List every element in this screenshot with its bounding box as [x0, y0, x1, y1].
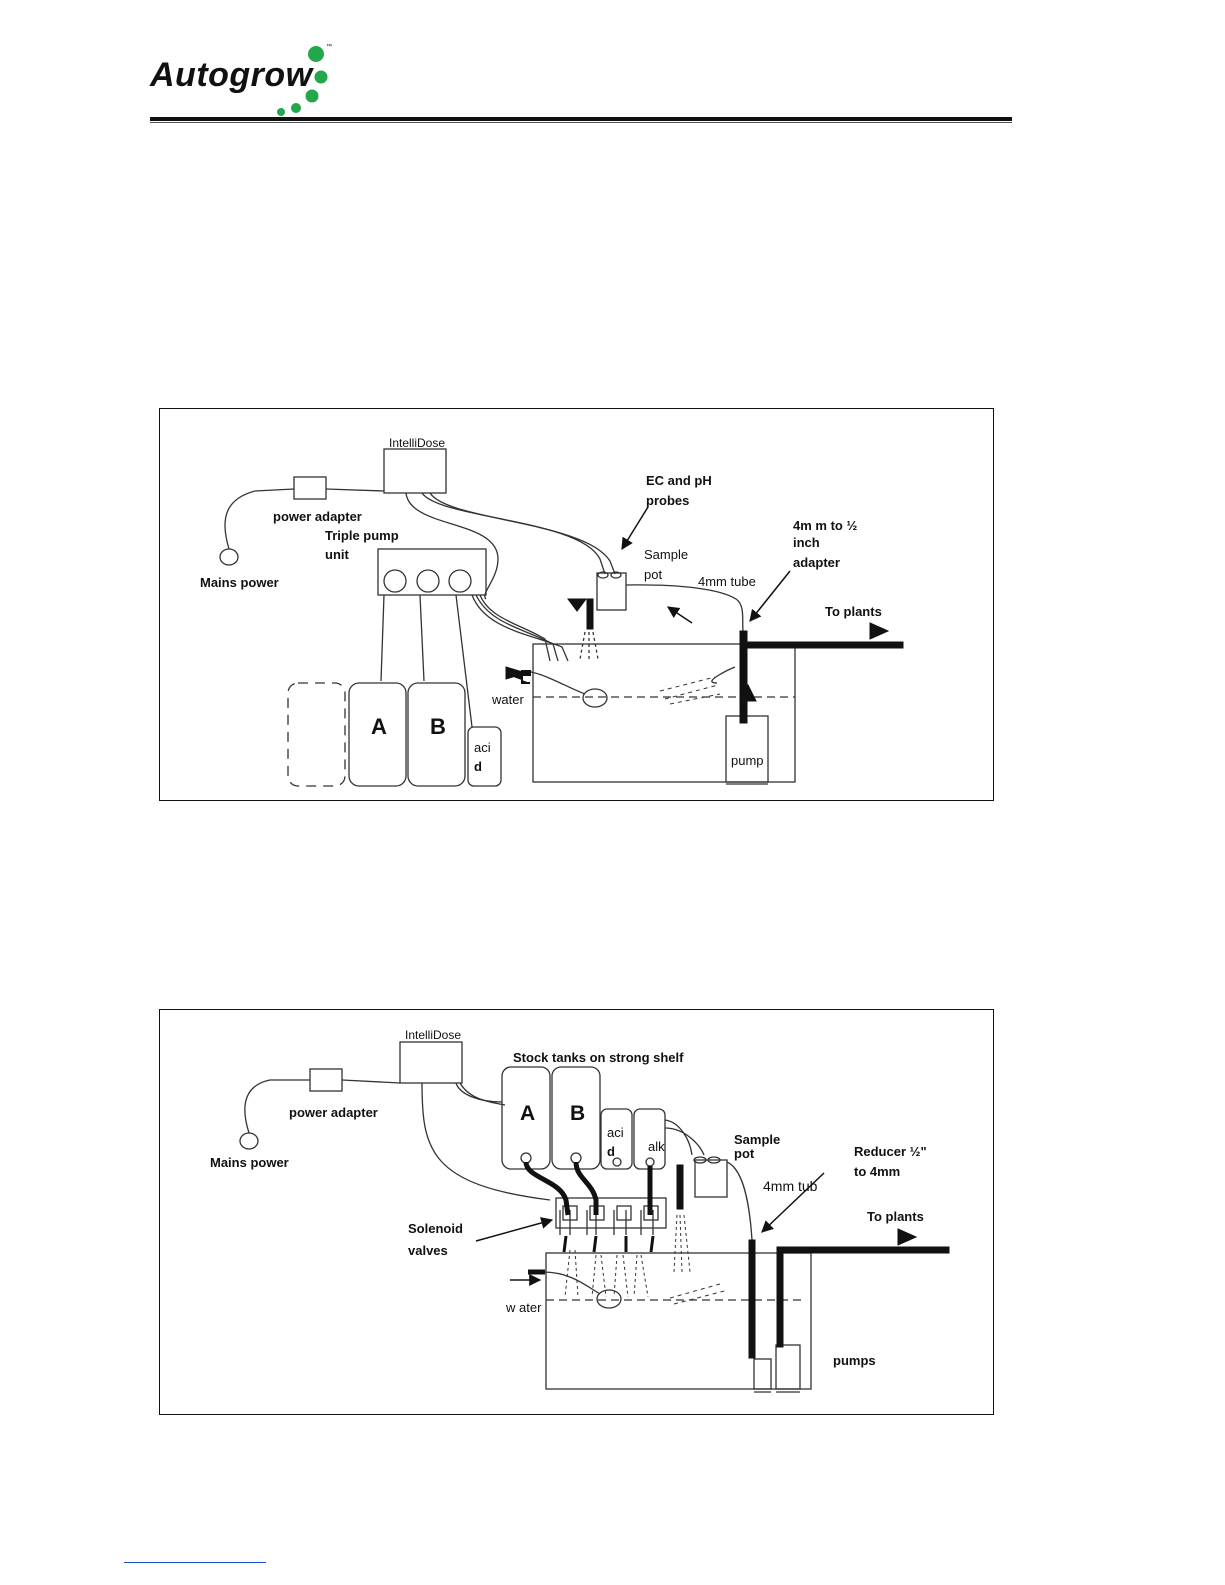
main-riser-pipe-2 — [748, 1239, 756, 1359]
label-pump-unit-2: unit — [325, 547, 349, 562]
water-inlet-pipe — [508, 670, 531, 684]
power-adapter-box — [293, 476, 327, 500]
acid-container — [467, 726, 502, 787]
float-valve — [582, 688, 608, 708]
sample-return-pipe-2 — [676, 1164, 684, 1210]
diagram2-canvas: IntelliDose power adapter Mains power St… — [210, 1028, 950, 1393]
sample-return-pipe — [586, 598, 594, 630]
label-acid-1: aci — [474, 740, 491, 755]
label-acid-2-2: d — [607, 1144, 615, 1159]
reservoir-pump-a — [753, 1358, 772, 1390]
label-to-plants: To plants — [825, 604, 882, 619]
power-adapter-box-2 — [309, 1068, 343, 1092]
header-divider-thin — [150, 122, 1012, 123]
label-power-adapter: power adapter — [273, 509, 362, 524]
intellidose-box — [383, 448, 447, 494]
label-tank-a-2: A — [520, 1102, 535, 1125]
sample-pot-box — [596, 572, 627, 611]
label-to-plants-2: To plants — [867, 1209, 924, 1224]
label-intellidose: IntelliDose — [389, 436, 445, 450]
label-tube: 4mm tube — [698, 574, 756, 589]
to-plants-riser-2 — [776, 1246, 784, 1348]
tank-a-container — [348, 682, 407, 787]
tank-b-container — [407, 682, 466, 787]
label-intellidose-2: IntelliDose — [405, 1028, 461, 1042]
brand-dots-icon — [277, 46, 328, 116]
mains-plug-icon — [219, 548, 239, 566]
label-solenoid-1: Solenoid — [408, 1221, 463, 1236]
diagram-triple-pump-setup: IntelliDose power adapter Mains power Tr… — [159, 408, 994, 801]
label-probes-1: EC and pH — [646, 473, 712, 488]
pump-up-arrow-icon — [739, 683, 757, 702]
adapter-pointer-arrow — [749, 570, 791, 622]
label-water: water — [491, 692, 524, 707]
to-plants-arrow-icon — [869, 622, 890, 640]
label-water-2: w ater — [505, 1300, 542, 1315]
reservoir-pump-b — [775, 1344, 801, 1390]
dose-pipe-b — [573, 1161, 599, 1215]
pump-head-2 — [416, 569, 440, 593]
reservoir-tank — [532, 643, 796, 783]
triple-pump-unit — [377, 548, 487, 596]
diagram-solenoid-valve-setup: IntelliDose power adapter Mains power St… — [159, 1009, 994, 1415]
label-adapter-3: adapter — [793, 555, 840, 570]
float-valve-2 — [596, 1289, 622, 1309]
to-plants-pipe — [746, 641, 904, 649]
solenoid-pointer-arrow — [475, 1217, 554, 1242]
reservoir-pump-box — [725, 715, 769, 783]
label-adapter-1: 4m m to ½ — [793, 518, 857, 533]
label-tank-a: A — [371, 714, 387, 739]
to-plants-pipe-2 — [776, 1246, 950, 1254]
reservoir-tank-2 — [545, 1252, 812, 1390]
label-tank-b: B — [430, 714, 446, 739]
spare-tank-placeholder — [287, 682, 346, 787]
label-solenoid-2: valves — [408, 1243, 448, 1258]
solenoid-valve-block — [555, 1197, 667, 1229]
label-mains-power: Mains power — [200, 575, 279, 590]
diagram1-canvas: IntelliDose power adapter Mains power Tr… — [200, 436, 904, 787]
label-mains-power-2: Mains power — [210, 1155, 289, 1170]
probes-pointer-arrow — [621, 506, 649, 551]
mains-plug-icon-2 — [239, 1132, 259, 1150]
label-alk: alk — [648, 1139, 665, 1154]
sample-valve-icon — [567, 598, 587, 612]
trademark-mark: ™ — [326, 44, 332, 50]
intellidose-box-2 — [399, 1041, 463, 1084]
label-power-adapter-2: power adapter — [289, 1105, 378, 1120]
label-tank-b-2: B — [570, 1102, 585, 1125]
label-pumps: pumps — [833, 1353, 876, 1368]
label-probes-2: probes — [646, 493, 689, 508]
footnote-divider — [124, 1562, 266, 1563]
label-acid-2-1: aci — [607, 1125, 624, 1140]
label-sample-pot-2-1: Sample — [734, 1132, 780, 1147]
header-divider — [150, 117, 1012, 121]
label-tube-2: 4mm tub — [763, 1178, 818, 1194]
label-sample-pot-2-2: pot — [734, 1146, 755, 1161]
label-adapter-2: inch — [793, 535, 820, 550]
label-sample-pot-1: Sample — [644, 547, 688, 562]
label-stock-tanks: Stock tanks on strong shelf — [513, 1050, 684, 1065]
label-pump: pump — [731, 753, 764, 768]
label-sample-pot-2: pot — [644, 567, 662, 582]
flow-arrow — [667, 606, 693, 624]
brand-logo-text: Autogrow — [150, 56, 313, 94]
label-reducer-1: Reducer ½" — [854, 1144, 927, 1159]
water-inlet-arrow-icon — [505, 666, 528, 680]
label-pump-unit-1: Triple pump — [325, 528, 399, 543]
dose-pipe-a — [523, 1161, 571, 1216]
to-plants-arrow-icon-2 — [897, 1228, 918, 1246]
main-riser-pipe — [739, 630, 748, 724]
reducer-pointer-arrow — [761, 1172, 825, 1233]
label-reducer-2: to 4mm — [854, 1164, 900, 1179]
acid-container-2 — [600, 1108, 633, 1170]
pump-head-1 — [383, 569, 407, 593]
label-acid-2: d — [474, 759, 482, 774]
pump-head-3 — [448, 569, 472, 593]
sample-pot-box-2 — [694, 1159, 728, 1198]
